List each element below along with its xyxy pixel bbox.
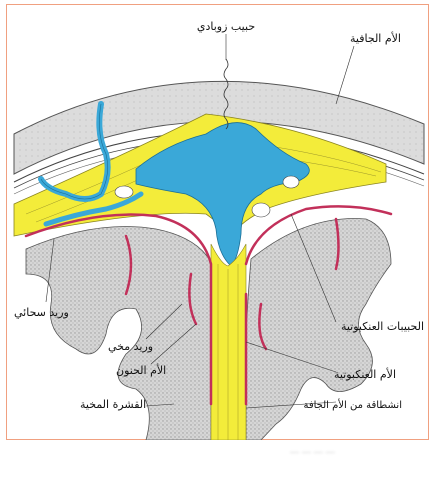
label-arachnoid-granulations: الحبيبات العنكبوتية <box>341 320 424 333</box>
label-cortex: القشرة المخية <box>80 398 146 411</box>
label-emissary: حبيب زوبادي <box>197 20 255 33</box>
falx <box>211 244 246 440</box>
svg-text:ـــ ـــ ـــ ـــ: ـــ ـــ ـــ ـــ <box>289 449 336 460</box>
frame-reflection: ـــ ـــ ـــ ـــ <box>40 440 400 480</box>
label-arachnoid-mater: الأم العنكبوتية <box>334 367 396 381</box>
meninges-diagram: حبيب زوبادي الأم الجافية وريد سحائي وريد… <box>6 4 429 440</box>
label-dura-fold: انشطاقة من الأم الجافة <box>303 398 402 411</box>
label-meningeal-vein: وريد سحائي <box>14 306 69 319</box>
label-dura-mater: الأم الجافية <box>350 31 401 45</box>
label-pia-mater: الأم الحنون <box>116 363 166 377</box>
label-cerebral-vein: وريد مخي <box>108 340 153 353</box>
